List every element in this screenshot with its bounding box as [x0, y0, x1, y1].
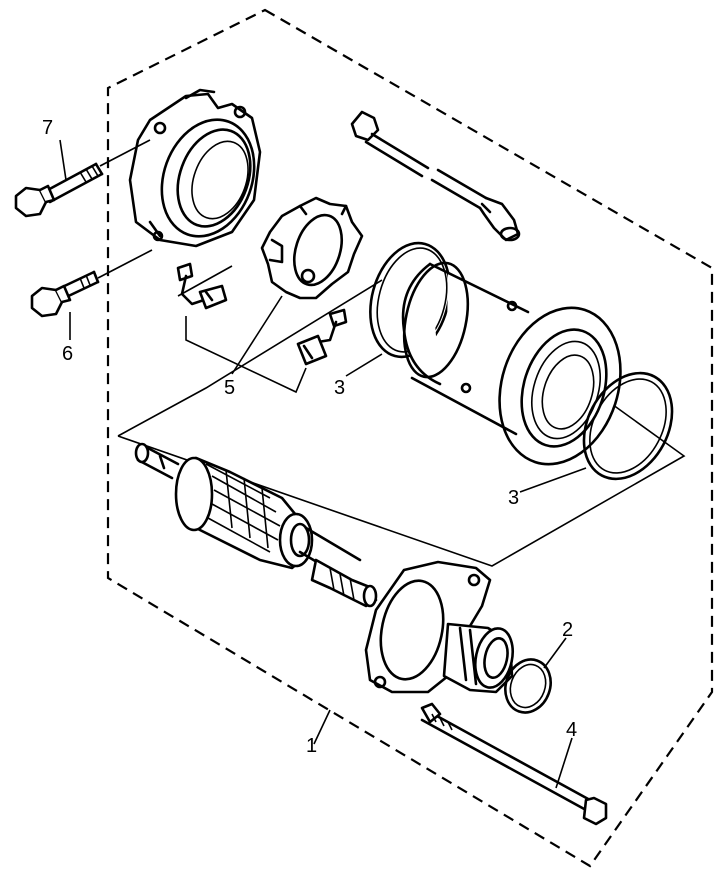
armature	[134, 442, 378, 608]
label-o-ring: 2	[562, 619, 573, 641]
label-bolt-upper: 7	[42, 117, 53, 139]
gasket-lower	[582, 371, 674, 481]
yoke-bracket	[117, 279, 686, 567]
part-labels: 7 6 5 3 3 2 4 1	[42, 117, 577, 757]
terminal-cable	[350, 110, 521, 242]
leader-lines	[231, 295, 587, 789]
bolt-lower	[30, 249, 153, 340]
through-bolt	[420, 702, 608, 826]
label-gasket-lower: 3	[508, 487, 519, 509]
o-ring	[504, 658, 552, 714]
bolt-upper	[14, 139, 151, 218]
brush-plate	[260, 196, 364, 300]
brush-holder-left	[176, 262, 228, 310]
brush-holder-lower	[296, 308, 348, 366]
label-through-bolt: 4	[566, 719, 577, 741]
label-brush-set: 5	[224, 377, 235, 399]
gasket-upper	[369, 241, 451, 359]
label-bolt-lower: 6	[62, 343, 73, 365]
rear-cover	[128, 88, 262, 248]
front-housing	[364, 560, 514, 694]
brush-bracket	[177, 265, 307, 394]
assembly-boundary	[106, 8, 714, 868]
label-gasket-upper: 3	[334, 377, 345, 399]
yoke-housing	[401, 261, 622, 466]
label-assembly: 1	[306, 735, 317, 757]
